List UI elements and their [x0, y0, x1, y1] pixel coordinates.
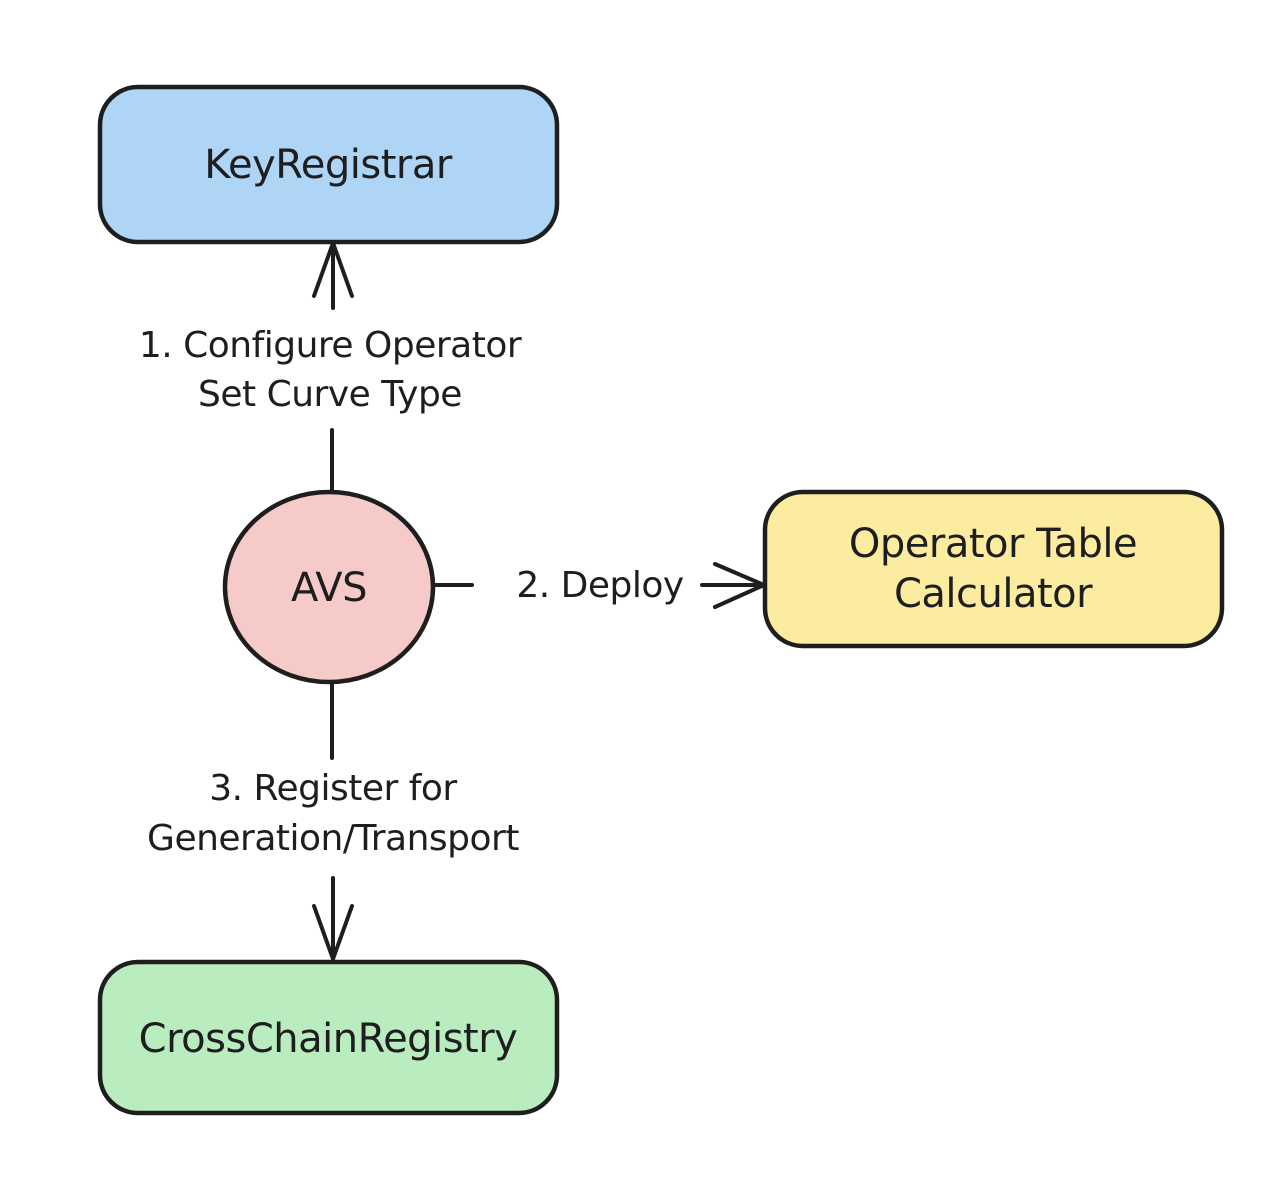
- cross-chain-registry-label: CrossChainRegistry: [139, 1016, 518, 1062]
- up-arrowhead-icon: [312, 241, 354, 298]
- node-cross-chain-registry: CrossChainRegistry: [97, 959, 560, 1116]
- edge3-label-line2: Generation/Transport: [147, 818, 519, 859]
- edge1-label-line1: 1. Configure Operator: [139, 325, 522, 366]
- cross-chain-registry-box: [97, 959, 560, 1116]
- operator-table-calculator-label-line1: Operator Table: [849, 521, 1137, 567]
- node-key-registrar: KeyRegistrar: [97, 84, 560, 245]
- operator-table-calculator-box: [762, 489, 1225, 649]
- edge-register-for-generation-transport: 3. Register for Generation/Transport: [147, 681, 520, 961]
- avs-label: AVS: [291, 565, 367, 611]
- key-registrar-label: KeyRegistrar: [204, 142, 453, 188]
- key-registrar-box: [97, 84, 560, 245]
- node-avs: AVS: [222, 489, 436, 685]
- down-arrowhead-icon: [312, 904, 354, 961]
- edge2-label: 2. Deploy: [516, 565, 684, 606]
- edge3-label-line1: 3. Register for: [209, 768, 457, 809]
- edge-configure-operator-set-curve-type: 1. Configure Operator Set Curve Type: [139, 241, 522, 496]
- node-operator-table-calculator: Operator Table Calculator: [762, 489, 1225, 649]
- operator-table-calculator-label-line2: Calculator: [894, 571, 1093, 617]
- edge-deploy: 2. Deploy: [431, 562, 766, 609]
- edge1-label-line2: Set Curve Type: [198, 374, 462, 415]
